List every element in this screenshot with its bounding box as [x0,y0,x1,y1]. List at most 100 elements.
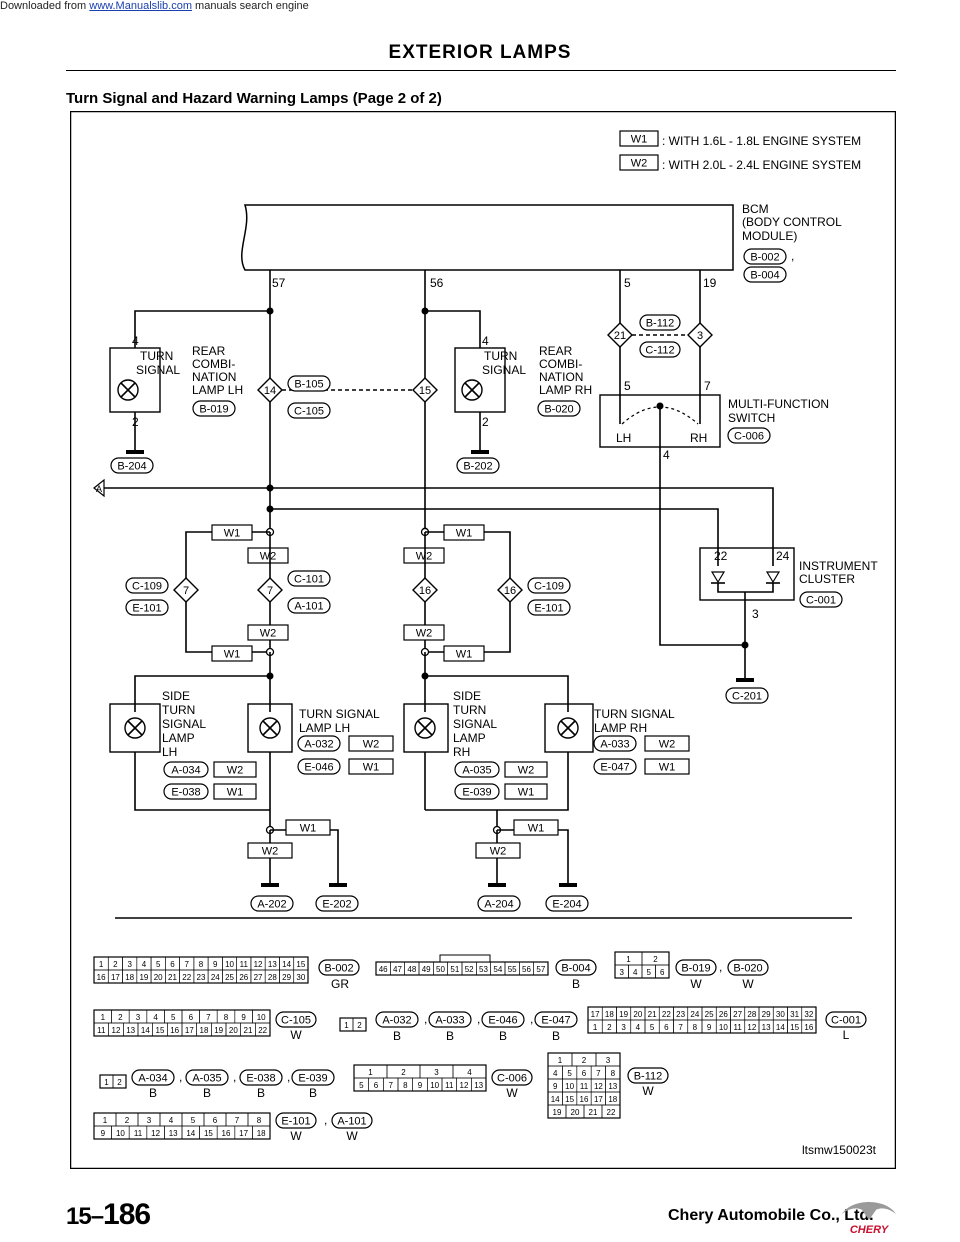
face-b002-pin: 2 [113,960,118,969]
code-a034-code: A-034 [138,1073,167,1085]
code-e101-badge [275,1112,317,1129]
conn-a034-code: A-034 [171,765,200,777]
turn-lh-label-1: TURN SIGNAL [299,707,380,721]
face-e101-pin: 11 [134,1129,143,1138]
face-b112-pin: 11 [580,1082,589,1091]
face-b019-cell [655,964,670,979]
legend-w2-box-label: W2 [631,158,648,170]
face-c001-pin: 21 [648,1010,657,1019]
face-a032-cell [352,1017,367,1032]
conn-e038-badge [163,783,209,800]
conn-a202-badge [250,895,294,912]
face-b004-pin: 50 [436,965,445,974]
code-b004-code: B-004 [561,963,590,975]
variant-w1-e038 [213,783,257,800]
face-c001-pin: 1 [593,1023,598,1032]
ground-b204 [126,450,144,454]
cluster-led-lh [710,571,726,584]
face-b004-pin: 49 [422,965,431,974]
turn-rh-lamp-cross [560,720,576,736]
conn-e204-badge [545,895,589,912]
face-b002-pin: 26 [239,973,248,982]
face-b002-pin: 27 [254,973,263,982]
code-a035-badge [185,1069,229,1086]
face-c006-cell [471,1077,487,1092]
variant-w2-a033-label: W2 [659,739,676,751]
manualslib-link[interactable]: www.Manualslib.com [89,0,192,12]
bcm-pin-5: 5 [624,276,631,290]
code-a033-code: A-033 [435,1015,464,1027]
conn-b020-code: B-020 [544,404,573,416]
conn-a033-badge [593,735,637,752]
cluster-pin-24: 24 [776,549,790,563]
face-c105-pin: 3 [136,1013,141,1022]
face-b002-pin: 14 [282,960,291,969]
header-rule [66,70,896,71]
conn-b112-code: B-112 [646,318,675,330]
bcm-conn-b002-badge [743,248,787,265]
variant-w1-lh-lower [211,645,253,662]
color-a033: B [446,1029,454,1043]
face-c006-pin: 5 [359,1081,364,1090]
side-rh-label-5: RH [453,745,470,759]
face-b002-pin: 29 [282,973,291,982]
face-b112-pin: 9 [553,1082,558,1091]
variant-w1-e039 [504,783,548,800]
legend-w2-box [619,154,659,171]
face-b002-pin: 25 [225,973,234,982]
face-b019-pin: 4 [633,968,638,977]
face-a032-pin: 2 [357,1021,362,1030]
face-c001-pin: 25 [705,1010,714,1019]
code-a033-badge [428,1011,472,1028]
rear-rh-label-2: COMBI- [539,357,582,371]
conn-a034-badge [163,761,209,778]
code-a101-badge [331,1112,373,1129]
side-lh-lamp-cross [127,720,143,736]
rear-lh-label-1: REAR [192,344,226,358]
cluster-box [699,547,795,601]
variant-w1-lh-gnd-label: W1 [300,823,317,835]
legend-w1-box [619,130,659,147]
bcm-pin-56: 56 [430,276,444,290]
conn-e101-lh-code: E-101 [132,603,161,615]
page-number: 15–186 [66,1198,151,1232]
side-lh-label-4: LAMP [162,731,195,745]
face-c001-pin: 14 [776,1023,785,1032]
variant-w2-a035-label: W2 [518,765,535,777]
face-c001-pin: 6 [664,1023,669,1032]
color-b020: W [742,977,754,991]
face-e101-pin: 12 [151,1129,160,1138]
face-e101-pin: 14 [186,1129,195,1138]
face-c001-pin: 20 [633,1010,642,1019]
code-c105-code: C-105 [281,1015,311,1027]
rear-lh-inner-2: SIGNAL [136,363,180,377]
face-c001-pin: 4 [636,1023,641,1032]
rear-rh-pin-2: 2 [482,415,489,429]
conn-c109-rh-code: C-109 [534,581,564,593]
download-banner: Downloaded from www.Manualslib.com manua… [0,0,309,12]
variant-w2-rh-lower-label: W2 [416,628,433,640]
face-b004-cell [533,961,549,976]
conn-c006-code: C-006 [734,431,764,443]
face-b112-pin: 1 [558,1056,563,1065]
inline-3-pin: 3 [697,330,703,342]
offpage-label: A [96,484,102,494]
color-b112: W [642,1084,654,1098]
variant-w2-lh-lower [247,624,289,641]
variant-w2-lh-lower-label: W2 [260,628,277,640]
side-rh-lamp-cross [417,720,433,736]
conn-e039-code: E-039 [462,787,491,799]
face-c001-pin: 19 [619,1010,628,1019]
mfs-lh-label: LH [616,431,631,445]
conn-e101-lh-badge [125,599,169,616]
face-e101-pin: 3 [147,1116,152,1125]
color-b004: B [572,977,580,991]
face-b112-pin: 18 [608,1095,617,1104]
face-c105-pin: 13 [126,1026,135,1035]
face-b002-pin: 1 [99,960,104,969]
color-e038: B [257,1086,265,1100]
turn-rh-label-1: TURN SIGNAL [594,707,675,721]
face-c105-pin: 5 [171,1013,176,1022]
conn-b204-badge [110,457,154,474]
face-b112-cell [601,1104,621,1119]
